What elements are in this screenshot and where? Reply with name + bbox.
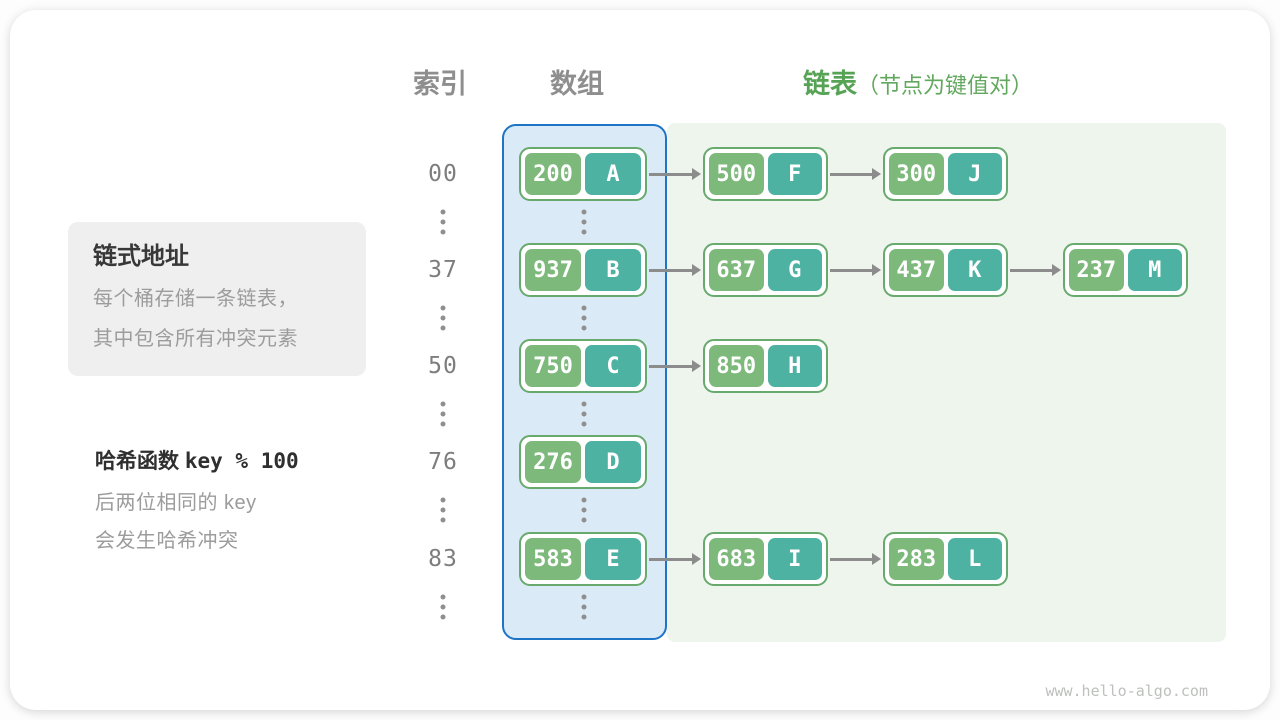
ellipsis-dots (440, 594, 446, 620)
ellipsis-dots (440, 497, 446, 523)
key-cell: 637 (709, 249, 764, 291)
value-cell: G (767, 249, 822, 291)
header-linked-list: 链表（节点为键值对） (803, 62, 1033, 101)
value-cell: H (767, 345, 822, 387)
arrow (1010, 264, 1061, 276)
arrow (830, 264, 881, 276)
ellipsis-dots (581, 401, 587, 427)
value-cell: I (767, 538, 822, 580)
hash-function-title-cjk: 哈希函数 (95, 450, 179, 473)
key-cell: 283 (889, 538, 944, 580)
hash-note-line-1: 后两位相同的 key (95, 492, 257, 514)
hash-note-line-2: 会发生哈希冲突 (95, 530, 239, 552)
arrow (649, 168, 701, 180)
key-cell: 200 (525, 153, 581, 195)
value-cell: E (585, 538, 641, 580)
concept-box (68, 222, 366, 376)
arrow (649, 360, 701, 372)
ellipsis-dots (440, 305, 446, 331)
value-cell: K (947, 249, 1002, 291)
header-index: 索引 (413, 69, 467, 99)
value-cell: D (585, 441, 641, 483)
key-cell: 850 (709, 345, 764, 387)
key-cell: 750 (525, 345, 581, 387)
arrow (649, 553, 701, 565)
value-cell: F (767, 153, 822, 195)
header-linked-list-label: 链表 (803, 69, 857, 99)
key-cell: 683 (709, 538, 764, 580)
arrow (830, 553, 881, 565)
ellipsis-dots (581, 497, 587, 523)
index-label: 76 (428, 449, 458, 475)
concept-title: 链式地址 (93, 243, 189, 270)
value-cell: L (947, 538, 1002, 580)
key-cell: 583 (525, 538, 581, 580)
value-cell: A (585, 153, 641, 195)
index-label: 00 (428, 161, 458, 187)
ellipsis-dots (440, 401, 446, 427)
key-cell: 300 (889, 153, 944, 195)
key-cell: 500 (709, 153, 764, 195)
value-cell: J (947, 153, 1002, 195)
watermark: www.hello-algo.com (1045, 682, 1208, 700)
index-label: 37 (428, 257, 458, 283)
ellipsis-dots (440, 209, 446, 235)
header-array: 数组 (550, 69, 604, 99)
concept-line-2: 其中包含所有冲突元素 (93, 328, 298, 350)
arrow (649, 264, 701, 276)
concept-line-1: 每个桶存储一条链表， (93, 288, 298, 310)
key-cell: 237 (1069, 249, 1124, 291)
key-cell: 437 (889, 249, 944, 291)
value-cell: B (585, 249, 641, 291)
ellipsis-dots (581, 594, 587, 620)
ellipsis-dots (581, 209, 587, 235)
hash-function-title: 哈希函数 key % 100 (95, 445, 299, 475)
arrow (830, 168, 881, 180)
key-cell: 937 (525, 249, 581, 291)
index-label: 83 (428, 546, 458, 572)
value-cell: C (585, 345, 641, 387)
key-cell: 276 (525, 441, 581, 483)
header-linked-list-note: （节点为键值对） (857, 73, 1034, 98)
index-label: 50 (428, 353, 458, 379)
ellipsis-dots (581, 305, 587, 331)
value-cell: M (1127, 249, 1182, 291)
hash-function-code: key % 100 (184, 449, 299, 473)
